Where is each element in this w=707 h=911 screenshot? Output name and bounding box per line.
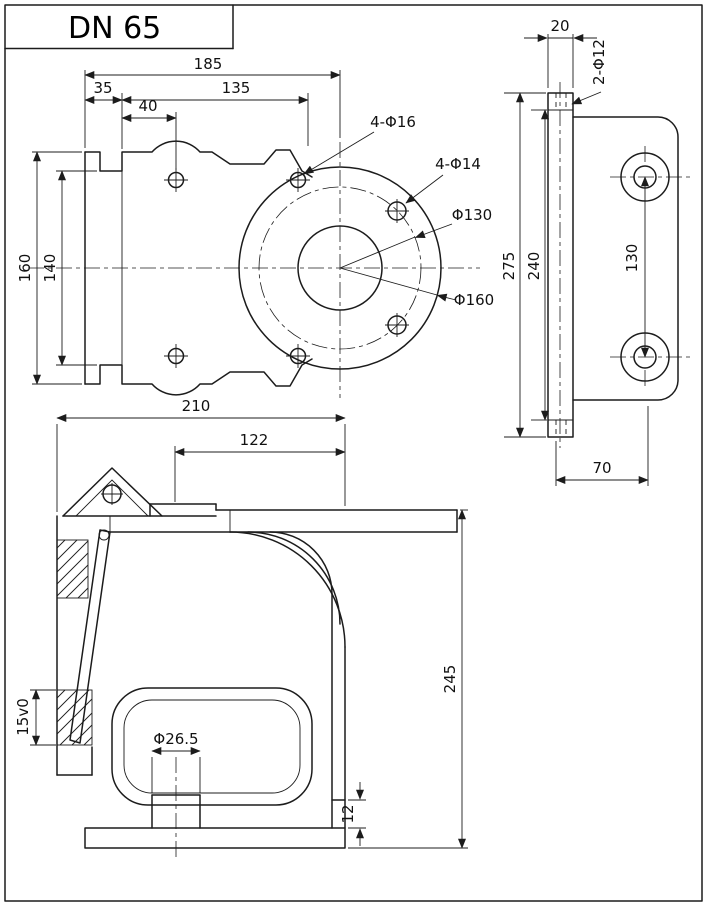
label-4-phi16: 4-Φ16 <box>370 113 416 131</box>
drawing-title: DN 65 <box>68 11 161 46</box>
dim-210-label: 210 <box>182 397 211 415</box>
front-view: 185 35 135 40 160 140 4-Φ16 4-Φ14 Φ130 <box>16 55 494 398</box>
label-2-phi12: 2-Φ12 <box>590 39 608 85</box>
dim-12-label: 12 <box>339 804 357 823</box>
lever <box>69 529 111 744</box>
bolt-circle <box>258 186 422 350</box>
label-4-phi14: 4-Φ14 <box>435 155 481 173</box>
flange-outer-circle <box>238 166 442 370</box>
section-view: 210 122 245 15v0 Φ26.5 12 <box>14 397 468 857</box>
dim-240-label: 240 <box>525 252 543 281</box>
hatch-block-upper <box>56 539 89 599</box>
dim-20-label: 20 <box>550 17 569 35</box>
cavity-outline <box>111 687 313 806</box>
dim-70-label: 70 <box>592 459 611 477</box>
bore-circle <box>297 225 383 311</box>
label-phi160: Φ160 <box>454 291 494 309</box>
flange-plate <box>547 92 574 438</box>
dim-140-label: 140 <box>41 254 59 283</box>
hatch-block-lower <box>56 689 93 746</box>
label-phi26-5: Φ26.5 <box>153 730 198 748</box>
base-plate <box>84 827 346 849</box>
dim-15v0-label: 15v0 <box>14 698 32 736</box>
dim-135-label: 135 <box>222 79 251 97</box>
dim-160-label: 160 <box>16 254 34 283</box>
dim-122-label: 122 <box>240 431 269 449</box>
side-body <box>572 116 679 401</box>
dim-35-label: 35 <box>93 79 112 97</box>
dim-40-label: 40 <box>138 97 157 115</box>
dim-185-label: 185 <box>194 55 223 73</box>
dim-275-label: 275 <box>500 252 518 281</box>
dim-130-label: 130 <box>623 244 641 273</box>
label-phi130: Φ130 <box>452 206 492 224</box>
dim-245-label: 245 <box>441 665 459 694</box>
sheet-border: DN 65 <box>4 4 703 902</box>
side-view: 20 2-Φ12 275 240 130 70 <box>500 17 694 486</box>
